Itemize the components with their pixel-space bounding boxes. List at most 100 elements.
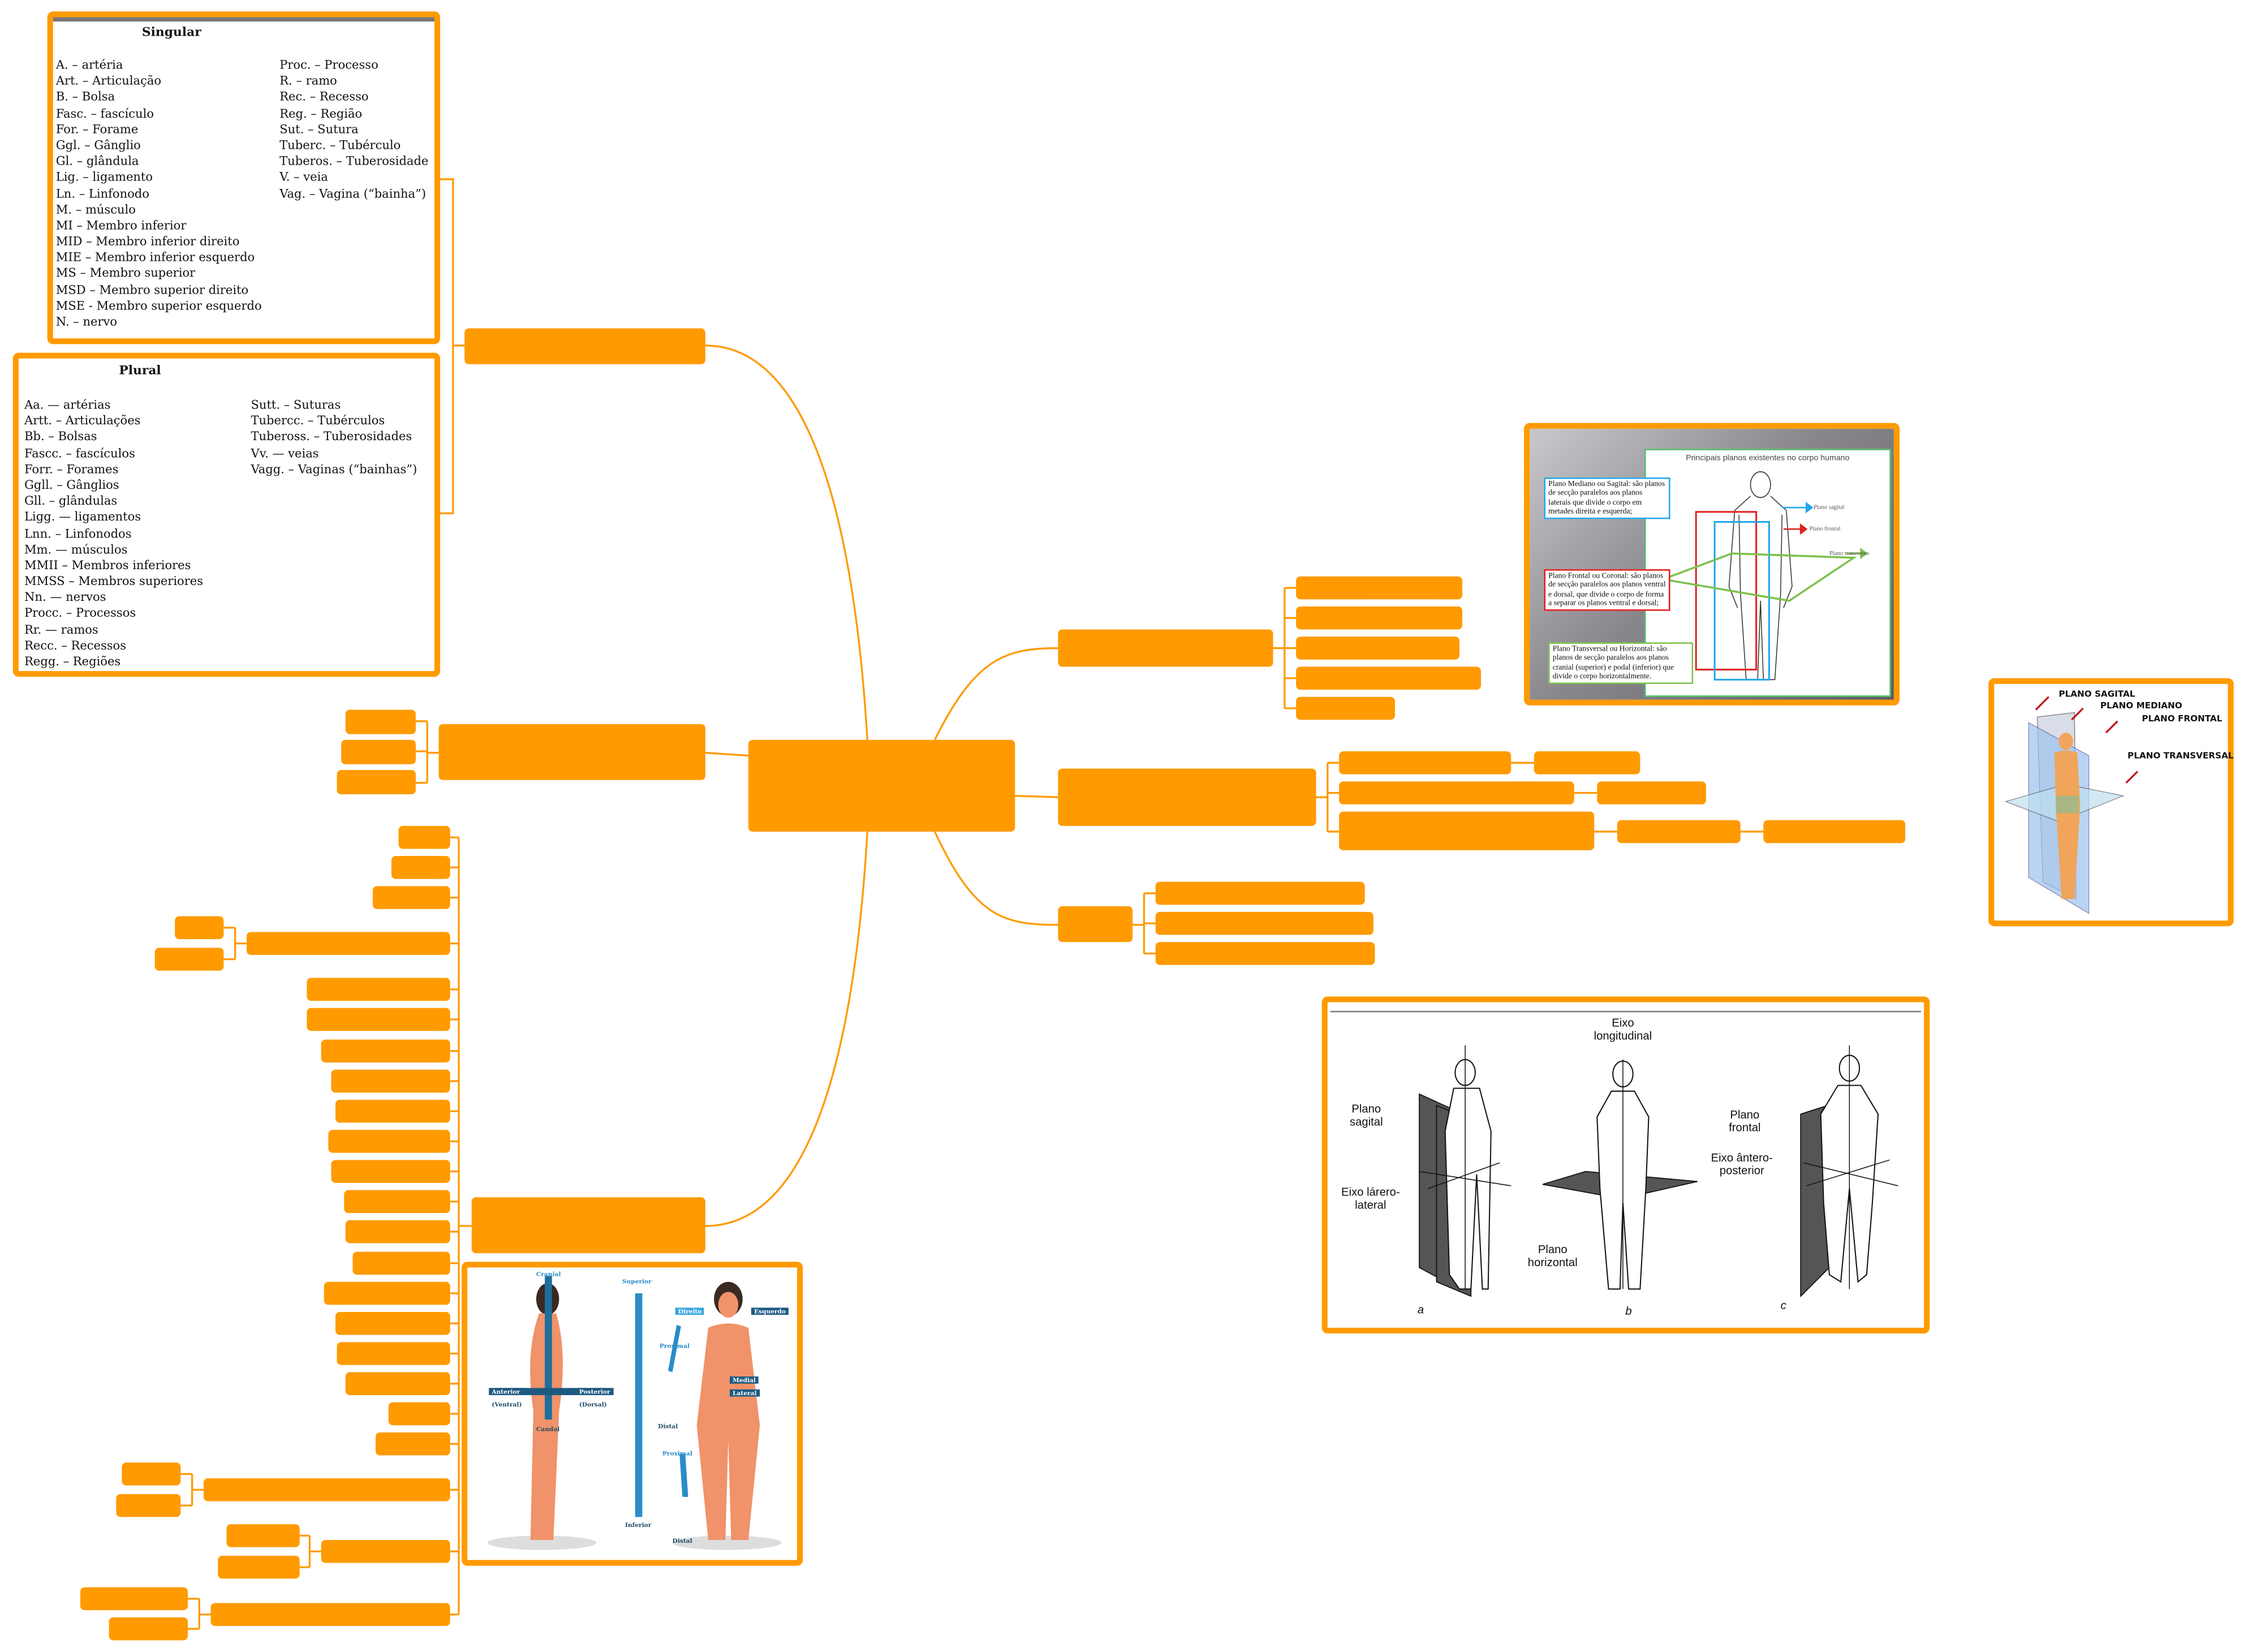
mindmap-node[interactable] <box>210 1603 450 1627</box>
mindmap-node[interactable] <box>335 1311 450 1335</box>
abbreviation-entry: Vag. – Vagina (“bainha”) <box>279 186 427 200</box>
abbreviation-entry: Reg. – Região <box>279 105 363 120</box>
connector-line <box>188 1598 211 1630</box>
abbreviation-entry: Forr. – Forames <box>24 461 119 476</box>
mindmap-node[interactable] <box>1534 751 1640 775</box>
mindmap-node[interactable] <box>1339 781 1574 805</box>
abbreviation-entry: Ligg. — ligamentos <box>24 509 141 524</box>
mindmap-node[interactable] <box>344 1190 450 1214</box>
plano-sagital-label: PLANO SAGITAL <box>2058 690 2135 700</box>
mindmap-node[interactable] <box>345 1220 450 1244</box>
abbreviation-entry: Proc. – Processo <box>279 57 378 72</box>
axes-node[interactable] <box>1058 768 1316 826</box>
abbreviation-entry: Nn. — nervos <box>24 590 106 604</box>
mindmap-node[interactable] <box>321 1539 450 1563</box>
axes-figures-icon <box>1419 1045 1898 1298</box>
mindmap-node[interactable] <box>1763 820 1906 844</box>
connector-line <box>223 927 247 961</box>
mindmap-node[interactable] <box>122 1462 181 1486</box>
abbreviation-entry: V. – veia <box>279 169 328 184</box>
esquerdo-label: Esquerdo <box>751 1307 789 1315</box>
mindmap-node[interactable] <box>1155 911 1373 935</box>
abbreviation-entry: N. – nervo <box>55 314 118 329</box>
mindmap-node[interactable] <box>324 1281 450 1305</box>
mindmap-node[interactable] <box>391 856 450 879</box>
planes-title: Principais planos existentes no corpo hu… <box>1686 454 1850 463</box>
body-planes-image: Principais planos existentes no corpo hu… <box>1524 423 1900 705</box>
plano-sagital-label: Plano sagital <box>1814 503 1845 511</box>
mindmap-node[interactable] <box>154 948 224 971</box>
mindmap-node[interactable] <box>1296 576 1463 600</box>
mindmap-node[interactable] <box>1296 666 1482 690</box>
mindmap-node[interactable] <box>1296 696 1395 720</box>
mindmap-node[interactable] <box>307 978 450 1001</box>
abbreviation-entry: A. – artéria <box>55 57 123 72</box>
mindmap-node[interactable] <box>335 1099 450 1123</box>
abbreviation-entry: Gll. – glândulas <box>24 493 118 508</box>
mindmap-node[interactable] <box>1296 606 1463 630</box>
right-bottom-node[interactable] <box>1058 906 1133 943</box>
mindmap-node[interactable] <box>203 1478 450 1502</box>
abbreviation-entry: MS – Membro superior <box>55 265 196 281</box>
abbreviation-entry: Tubercc. – Tubérculos <box>251 413 385 428</box>
mindmap-node[interactable] <box>398 825 450 849</box>
body-axes-image: Eixo longitudinal Plano sagital Eixo lár… <box>1321 996 1930 1333</box>
plano-sagital-label: Plano sagital <box>1349 1102 1383 1129</box>
mindmap-node[interactable] <box>307 1008 450 1031</box>
mindmap-node[interactable] <box>352 1251 450 1275</box>
mindmap-node[interactable] <box>341 739 416 764</box>
median-plane-description: Plano Mediano ou Sagital: são planos de … <box>1544 477 1670 519</box>
mindmap-node[interactable] <box>345 709 416 734</box>
mindmap-node[interactable] <box>328 1130 450 1153</box>
connector-line <box>1015 794 1058 798</box>
abbreviation-entry: MMII – Membros inferiores <box>24 557 191 572</box>
planes-node[interactable] <box>1058 629 1273 667</box>
figure-c-label: c <box>1780 1299 1786 1312</box>
mindmap-node[interactable] <box>1155 881 1365 905</box>
eixo-latero-lateral-label: Eixo lárero-lateral <box>1341 1185 1400 1212</box>
mindmap-node[interactable] <box>337 769 416 795</box>
mindmap-node[interactable] <box>345 1372 450 1395</box>
mindmap-node[interactable] <box>218 1555 300 1579</box>
abbreviation-entry: Lnn. – Linfonodos <box>24 525 132 540</box>
left-branch-node[interactable] <box>438 724 705 780</box>
abbreviations-node[interactable] <box>464 328 705 364</box>
abbreviation-entry: Ggl. – Gânglio <box>55 137 141 152</box>
connector-line <box>1316 762 1764 833</box>
mindmap-node[interactable] <box>372 886 450 909</box>
directional-terms-node[interactable] <box>471 1197 705 1254</box>
abbreviation-entry: Ggll. – Gânglios <box>24 477 119 492</box>
mindmap-node[interactable] <box>80 1587 188 1611</box>
mindmap-node[interactable] <box>1339 751 1511 775</box>
mindmap-node[interactable] <box>1155 942 1375 965</box>
distal-label: Distal <box>658 1422 678 1430</box>
mindmap-node[interactable] <box>109 1617 188 1641</box>
mindmap-node[interactable] <box>246 932 450 955</box>
mindmap-node[interactable] <box>321 1039 450 1062</box>
figure-a-label: a <box>1417 1303 1424 1317</box>
singular-title: Singular <box>141 25 201 40</box>
mindmap-node[interactable] <box>1339 811 1595 850</box>
abbreviation-entry: MID – Membro inferior direito <box>55 234 240 248</box>
mindmap-node[interactable] <box>1617 820 1741 844</box>
mindmap-node[interactable] <box>376 1432 450 1456</box>
mindmap-node[interactable] <box>331 1160 450 1183</box>
mindmap-node[interactable] <box>1296 636 1460 660</box>
abbreviation-entry: Mm. — músculos <box>24 541 128 556</box>
abbreviation-entry: Tuberc. – Tubérculo <box>279 137 401 152</box>
abbreviation-entry: Lig. – ligamento <box>55 169 153 184</box>
connector-line <box>705 345 868 740</box>
mindmap-node[interactable] <box>116 1494 181 1517</box>
mindmap-node[interactable] <box>331 1069 450 1093</box>
human-figure-planes-icon <box>1659 471 1868 681</box>
mindmap-node[interactable] <box>1597 781 1706 805</box>
mindmap-node[interactable] <box>175 916 224 940</box>
abbreviation-entry: For. – Forame <box>55 121 139 136</box>
mindmap-node[interactable] <box>337 1342 450 1365</box>
mindmap-node[interactable] <box>226 1524 300 1547</box>
abbreviation-entry: Gl. – glândula <box>55 153 139 168</box>
directional-terms-image: Cranial Superior Direito Esquerdo Proxim… <box>462 1262 803 1566</box>
mindmap-node[interactable] <box>388 1402 450 1426</box>
central-topic-node[interactable] <box>748 739 1015 832</box>
